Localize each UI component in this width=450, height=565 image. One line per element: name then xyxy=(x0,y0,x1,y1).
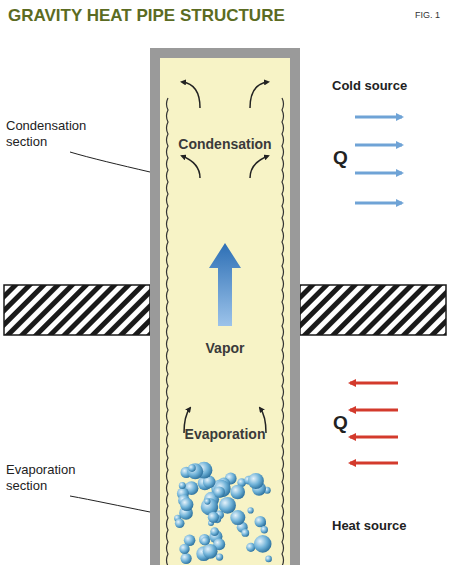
section-label: Evaporation section xyxy=(6,462,98,494)
leader-line xyxy=(70,496,150,512)
support-block xyxy=(300,285,446,335)
heat-symbol: Q xyxy=(333,412,348,434)
source-label: Heat source xyxy=(332,518,406,533)
cold-arrows xyxy=(355,117,402,203)
pipe-text: Vapor xyxy=(160,340,290,356)
source-label: Cold source xyxy=(332,78,407,93)
pipe-text: Condensation xyxy=(160,136,290,152)
heat-arrows xyxy=(350,383,398,463)
figure-number: FIG. 1 xyxy=(415,10,440,20)
leader-line xyxy=(70,152,150,172)
heat-pipe: CondensationVaporEvaporation xyxy=(150,48,300,565)
heat-symbol: Q xyxy=(333,147,348,169)
diagram-title: GRAVITY HEAT PIPE STRUCTURE xyxy=(8,6,285,26)
pipe-text: Evaporation xyxy=(160,426,290,442)
section-label: Condensation section xyxy=(6,118,98,150)
support-block xyxy=(4,285,150,335)
pipe-illustration xyxy=(160,58,290,565)
